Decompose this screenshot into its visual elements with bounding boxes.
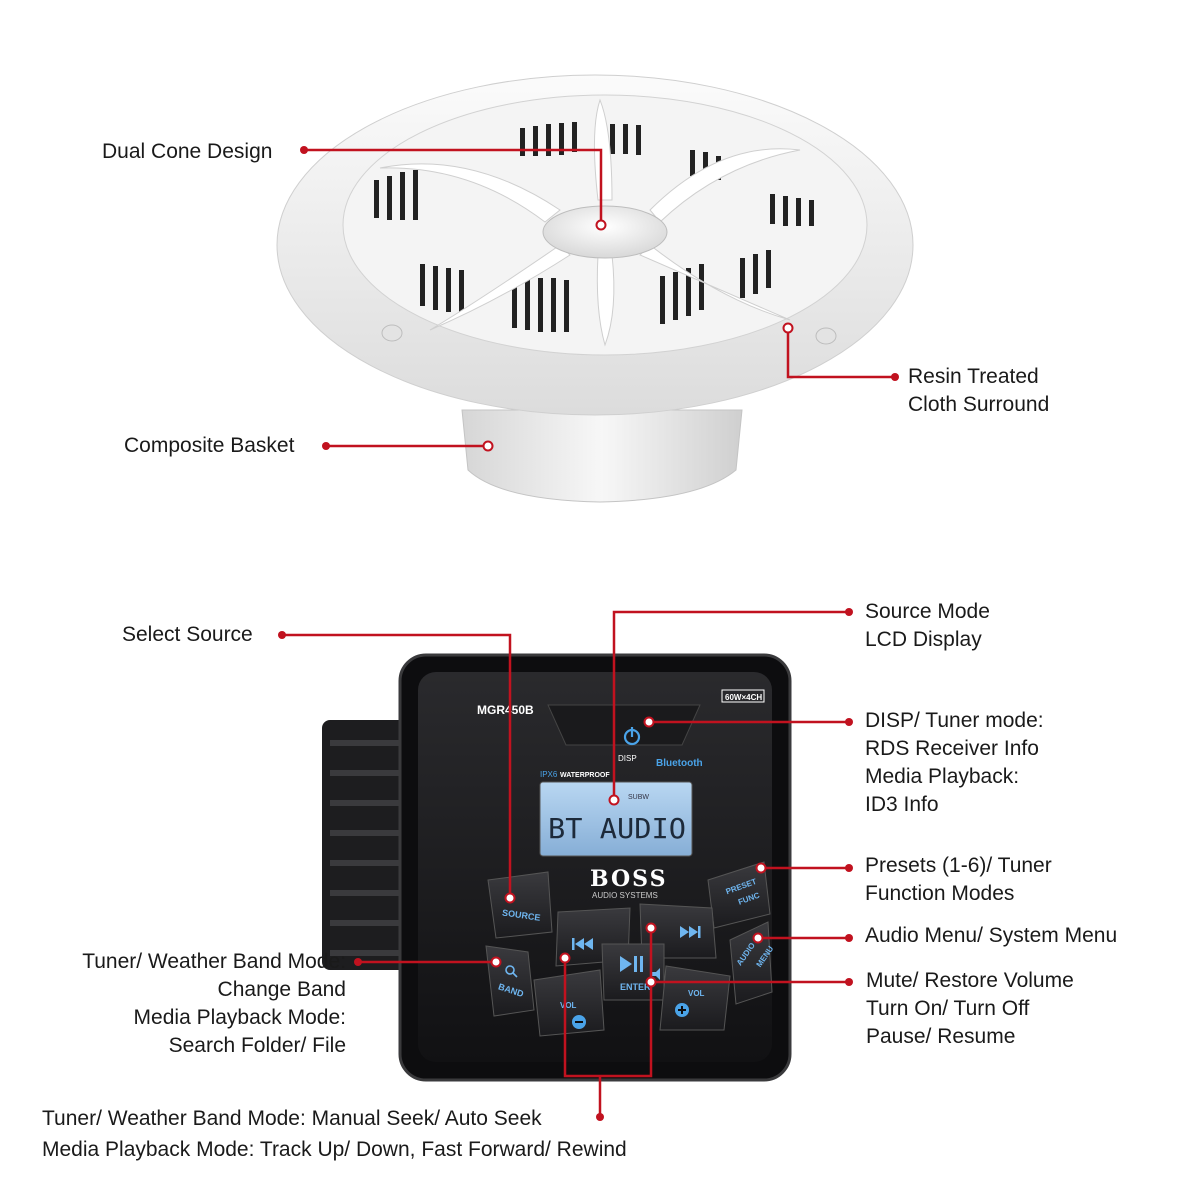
play-pause-enter-button[interactable]: ENTER [601,943,665,1001]
callout-disp-tuner: DISP/ Tuner mode: RDS Receiver Info Medi… [865,707,1044,819]
callout-text: RDS Receiver Info [865,737,1039,760]
lcd-display [539,781,693,857]
next-icon [680,926,701,938]
volume-up-button[interactable]: VOL [659,965,731,1031]
play-pause-icon [620,956,643,972]
callout-text: Tuner/ Weather Band Mode: [82,950,346,973]
previous-icon [572,938,593,950]
svg-text:VOL: VOL [688,989,705,998]
leader-dots [278,146,899,1121]
callout-text: Resin Treated [908,365,1039,388]
callout-text: Mute/ Restore Volume [866,969,1074,992]
leader-lines [282,148,895,1117]
callout-band: Tuner/ Weather Band Mode: Change Band Me… [82,948,346,1060]
svg-text:ENTER: ENTER [620,982,651,992]
bluetooth-label: Bluetooth [656,758,703,769]
model-label: MGR450B [477,703,534,717]
callout-text: Audio Menu/ System Menu [865,924,1118,947]
marine-head-unit: MGR450B 60W×4CH DISP IPX6 WATERPROOF Blu… [322,653,792,1082]
disp-label: DISP [618,754,637,763]
power-icon[interactable] [623,727,641,746]
mute-icon [652,968,660,980]
ipx-label: IPX6 [540,770,558,779]
band-button[interactable]: BAND [485,945,535,1017]
callout-text: Media Playback Mode: [133,1006,346,1029]
callout-text: Cloth Surround [908,393,1050,416]
waterproof-label: WATERPROOF [560,772,610,779]
volume-down-button[interactable]: VOL [533,969,605,1037]
callout-text: Presets (1-6)/ Tuner [865,854,1052,877]
search-icon [505,965,518,978]
mount-hole [381,324,403,342]
dual-cone-tweeter [542,205,668,259]
callout-audio-menu: Audio Menu/ System Menu [865,922,1117,950]
callout-seek: Tuner/ Weather Band Mode: Manual Seek/ A… [42,1103,627,1165]
callout-text: Dual Cone Design [102,140,273,163]
power-badge: 60W×4CH [725,693,762,702]
lcd-indicator: SUBW [628,794,649,801]
callout-text: Media Playback: [865,765,1020,788]
callout-select-source: Select Source [122,621,253,649]
callout-text: LCD Display [865,628,982,651]
callout-text: Turn On/ Turn Off [866,997,1030,1020]
callout-text: Search Folder/ File [168,1034,346,1057]
plus-icon [675,1003,689,1017]
callout-source-mode-lcd: Source Mode LCD Display [865,598,990,654]
composite-basket [461,409,743,503]
callout-text: Change Band [217,978,346,1001]
source-button[interactable]: SOURCE [487,871,553,939]
callout-text: Source Mode [865,600,990,623]
minus-icon [572,1015,586,1029]
callout-mute: Mute/ Restore Volume Turn On/ Turn Off P… [866,967,1074,1051]
marine-speaker [276,74,914,503]
callout-text: Tuner/ Weather Band Mode: Manual Seek/ A… [42,1107,542,1130]
callout-text: Composite Basket [124,434,295,457]
target-markers [482,219,794,988]
grille-spokes [379,98,801,347]
audio-menu-button[interactable]: AUDIO MENU [729,921,775,1005]
callout-text: Pause/ Resume [866,1025,1016,1048]
svg-text:VOL: VOL [560,1001,577,1010]
lcd-text: BT AUDIO [548,812,686,845]
brand-logo: BOSS [590,866,667,892]
callout-text: Function Modes [865,882,1015,905]
callout-presets: Presets (1-6)/ Tuner Function Modes [865,852,1052,908]
callout-text: Select Source [122,623,253,646]
callout-text: ID3 Info [865,793,939,816]
callout-resin-surround: Resin Treated Cloth Surround [908,363,1049,419]
callout-text: DISP/ Tuner mode: [865,709,1044,732]
callout-dual-cone: Dual Cone Design [102,138,272,166]
callout-text: Media Playback Mode: Track Up/ Down, Fas… [42,1138,627,1161]
callout-composite-basket: Composite Basket [124,432,294,460]
brand-sub: AUDIO SYSTEMS [592,891,658,900]
grille-slots [374,122,814,332]
mount-hole [815,327,837,345]
